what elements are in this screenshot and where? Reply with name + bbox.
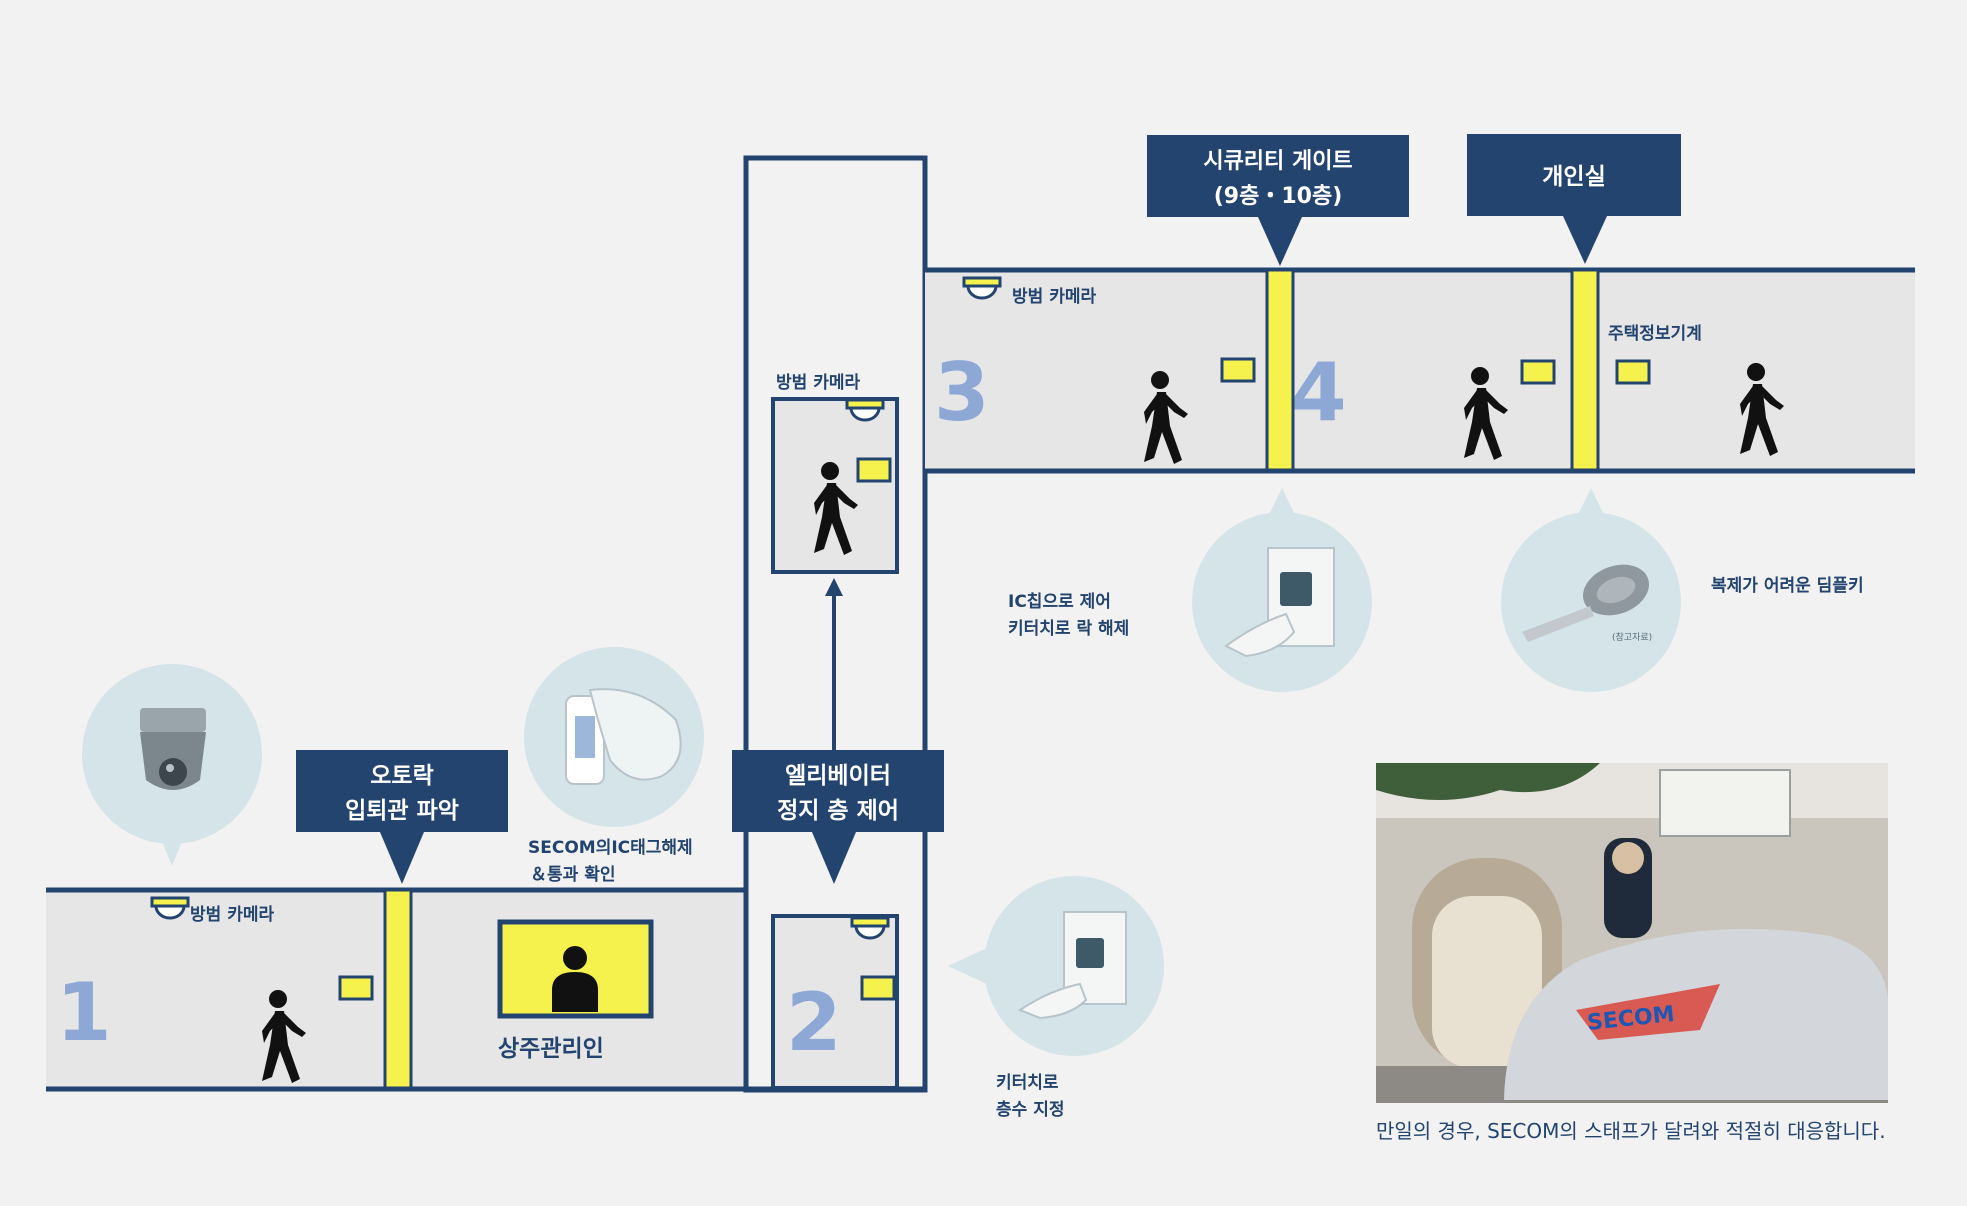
- card-reader-icon: [1615, 359, 1651, 385]
- security-camera-icon: [140, 708, 206, 790]
- security-gate-label: 시큐리티 게이트 (9층・10층): [1147, 135, 1409, 266]
- ic-chip-text-2: 키터치로 락 해제: [1008, 619, 1129, 639]
- zone-number-4: 4: [1291, 346, 1347, 439]
- svg-text:입퇴관 파악: 입퇴관 파악: [345, 798, 459, 824]
- card-reader-icon: [856, 457, 892, 483]
- home-info-device-label: 주택정보기계: [1608, 324, 1702, 344]
- camera-label-3: 방범 카메라: [1012, 287, 1096, 307]
- zone-number-3: 3: [934, 346, 990, 439]
- card-reader-icon: [1520, 359, 1556, 385]
- svg-text:시큐리티 게이트: 시큐리티 게이트: [1203, 149, 1352, 174]
- svg-text:(9층・10층): (9층・10층): [1214, 184, 1343, 209]
- reference-note: (참고자료): [1612, 632, 1652, 643]
- camera-bubble: [82, 664, 262, 866]
- ic-tag-text-1: SECOM의IC태그해제: [528, 838, 693, 858]
- svg-text:엘리베이터: 엘리베이터: [785, 763, 891, 789]
- dimple-key-text: 복제가 어려운 딤플키: [1711, 576, 1864, 596]
- ic-chip-bubble: [1192, 488, 1372, 692]
- autolock-label: 오토락 입퇴관 파악: [296, 750, 508, 884]
- camera-label-elevator: 방범 카메라: [776, 373, 860, 393]
- card-reader-icon: [1220, 357, 1256, 383]
- ic-tag-bubble: [524, 647, 704, 827]
- svg-text:개인실: 개인실: [1542, 164, 1605, 190]
- floor-key-text-1: 키터치로: [996, 1073, 1059, 1093]
- ic-chip-text-1: IC칩으로 제어: [1008, 591, 1111, 612]
- card-reader-icon: [338, 975, 374, 1001]
- secom-staff-photo: SECOM: [1376, 763, 1888, 1103]
- person-seated-icon: [552, 946, 598, 1012]
- security-gate: [1265, 268, 1295, 472]
- floor-key-text-2: 층수 지정: [996, 1100, 1064, 1120]
- ic-tag-text-2: ＆통과 확인: [530, 865, 615, 885]
- key-touch-icon: [1224, 547, 1335, 658]
- elevator-label: 엘리베이터 정지 층 제어: [732, 750, 944, 884]
- floor-key-bubble: [948, 876, 1164, 1056]
- zone-number-1: 1: [56, 966, 112, 1059]
- dimple-key-icon: [1522, 564, 1649, 642]
- ic-tag-card-icon: [565, 688, 682, 785]
- key-touch-icon: [1017, 911, 1127, 1020]
- private-room-label: 개인실: [1467, 134, 1681, 264]
- manager-label: 상주관리인: [498, 1036, 604, 1062]
- zone-number-2: 2: [786, 976, 842, 1069]
- svg-text:오토락: 오토락: [370, 763, 433, 789]
- svg-text:정지 층 제어: 정지 층 제어: [777, 798, 899, 824]
- photo-caption: 만일의 경우, SECOM의 스태프가 달려와 적절히 대응합니다.: [1376, 1119, 1886, 1143]
- autolock-gate: [383, 888, 413, 1090]
- dimple-key-bubble: (참고자료): [1501, 488, 1681, 692]
- card-reader-icon: [860, 975, 896, 1001]
- private-room-door: [1570, 268, 1600, 472]
- camera-label-1: 방범 카메라: [190, 905, 274, 925]
- elevator-car-ground: [771, 914, 899, 1090]
